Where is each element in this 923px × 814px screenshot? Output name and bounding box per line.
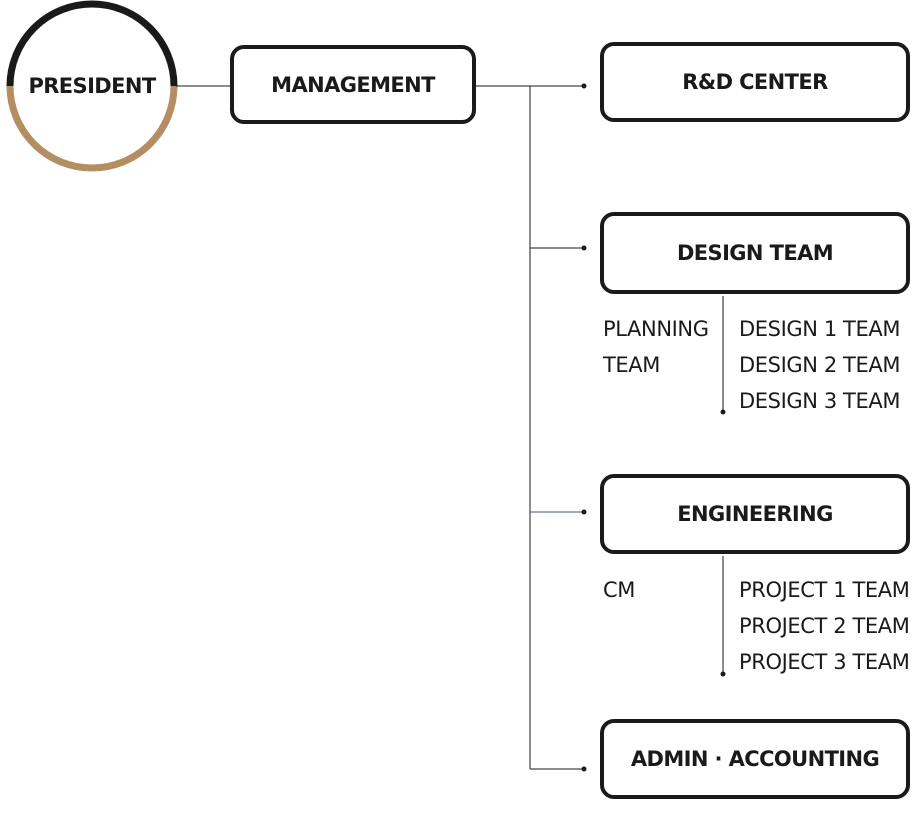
design-subteam-item: DESIGN 1 TEAM	[739, 317, 901, 341]
design-team-box	[600, 212, 910, 294]
management-box	[230, 45, 476, 124]
engineering-box	[600, 474, 910, 554]
design-subteam-list: DESIGN 1 TEAM DESIGN 2 TEAM DESIGN 3 TEA…	[739, 311, 900, 419]
engineering-label: ENGINEERING	[677, 502, 833, 526]
engineering-subteam-item: PROJECT 2 TEAM	[739, 614, 910, 638]
connector-dot-admin	[581, 766, 587, 772]
engineering-subteam-list: PROJECT 1 TEAM PROJECT 2 TEAM PROJECT 3 …	[739, 572, 910, 680]
engineering-subteam-item: PROJECT 3 TEAM	[739, 650, 910, 674]
engineering-side-label: CM	[603, 572, 635, 608]
president-label: PRESIDENT	[28, 74, 156, 98]
engineering-side-line-1: CM	[603, 578, 635, 602]
president-circle-bottom-arc	[6, 85, 178, 172]
president-circle-top-arc	[6, 0, 178, 87]
management-label: MANAGEMENT	[271, 72, 435, 97]
design-subteam-divider-dot	[720, 409, 726, 415]
rnd-center-box	[600, 42, 910, 122]
design-side-line-2: TEAM	[603, 353, 660, 377]
design-subteam-item: DESIGN 3 TEAM	[739, 389, 901, 413]
design-side-line-1: PLANNING	[603, 317, 709, 341]
design-side-label: PLANNING TEAM	[603, 311, 709, 383]
design-subteam-item: DESIGN 2 TEAM	[739, 353, 901, 377]
connector-dot-engineering	[581, 509, 587, 515]
connector-dot-design	[581, 245, 587, 251]
connector-dot-rnd	[581, 83, 587, 89]
rnd-center-label: R&D CENTER	[682, 70, 828, 94]
engineering-subteam-divider-dot	[720, 671, 726, 677]
admin-accounting-box	[600, 719, 910, 799]
engineering-subteam-item: PROJECT 1 TEAM	[739, 578, 910, 602]
design-team-label: DESIGN TEAM	[676, 241, 834, 265]
admin-accounting-label: ADMIN · ACCOUNTING	[630, 747, 880, 771]
